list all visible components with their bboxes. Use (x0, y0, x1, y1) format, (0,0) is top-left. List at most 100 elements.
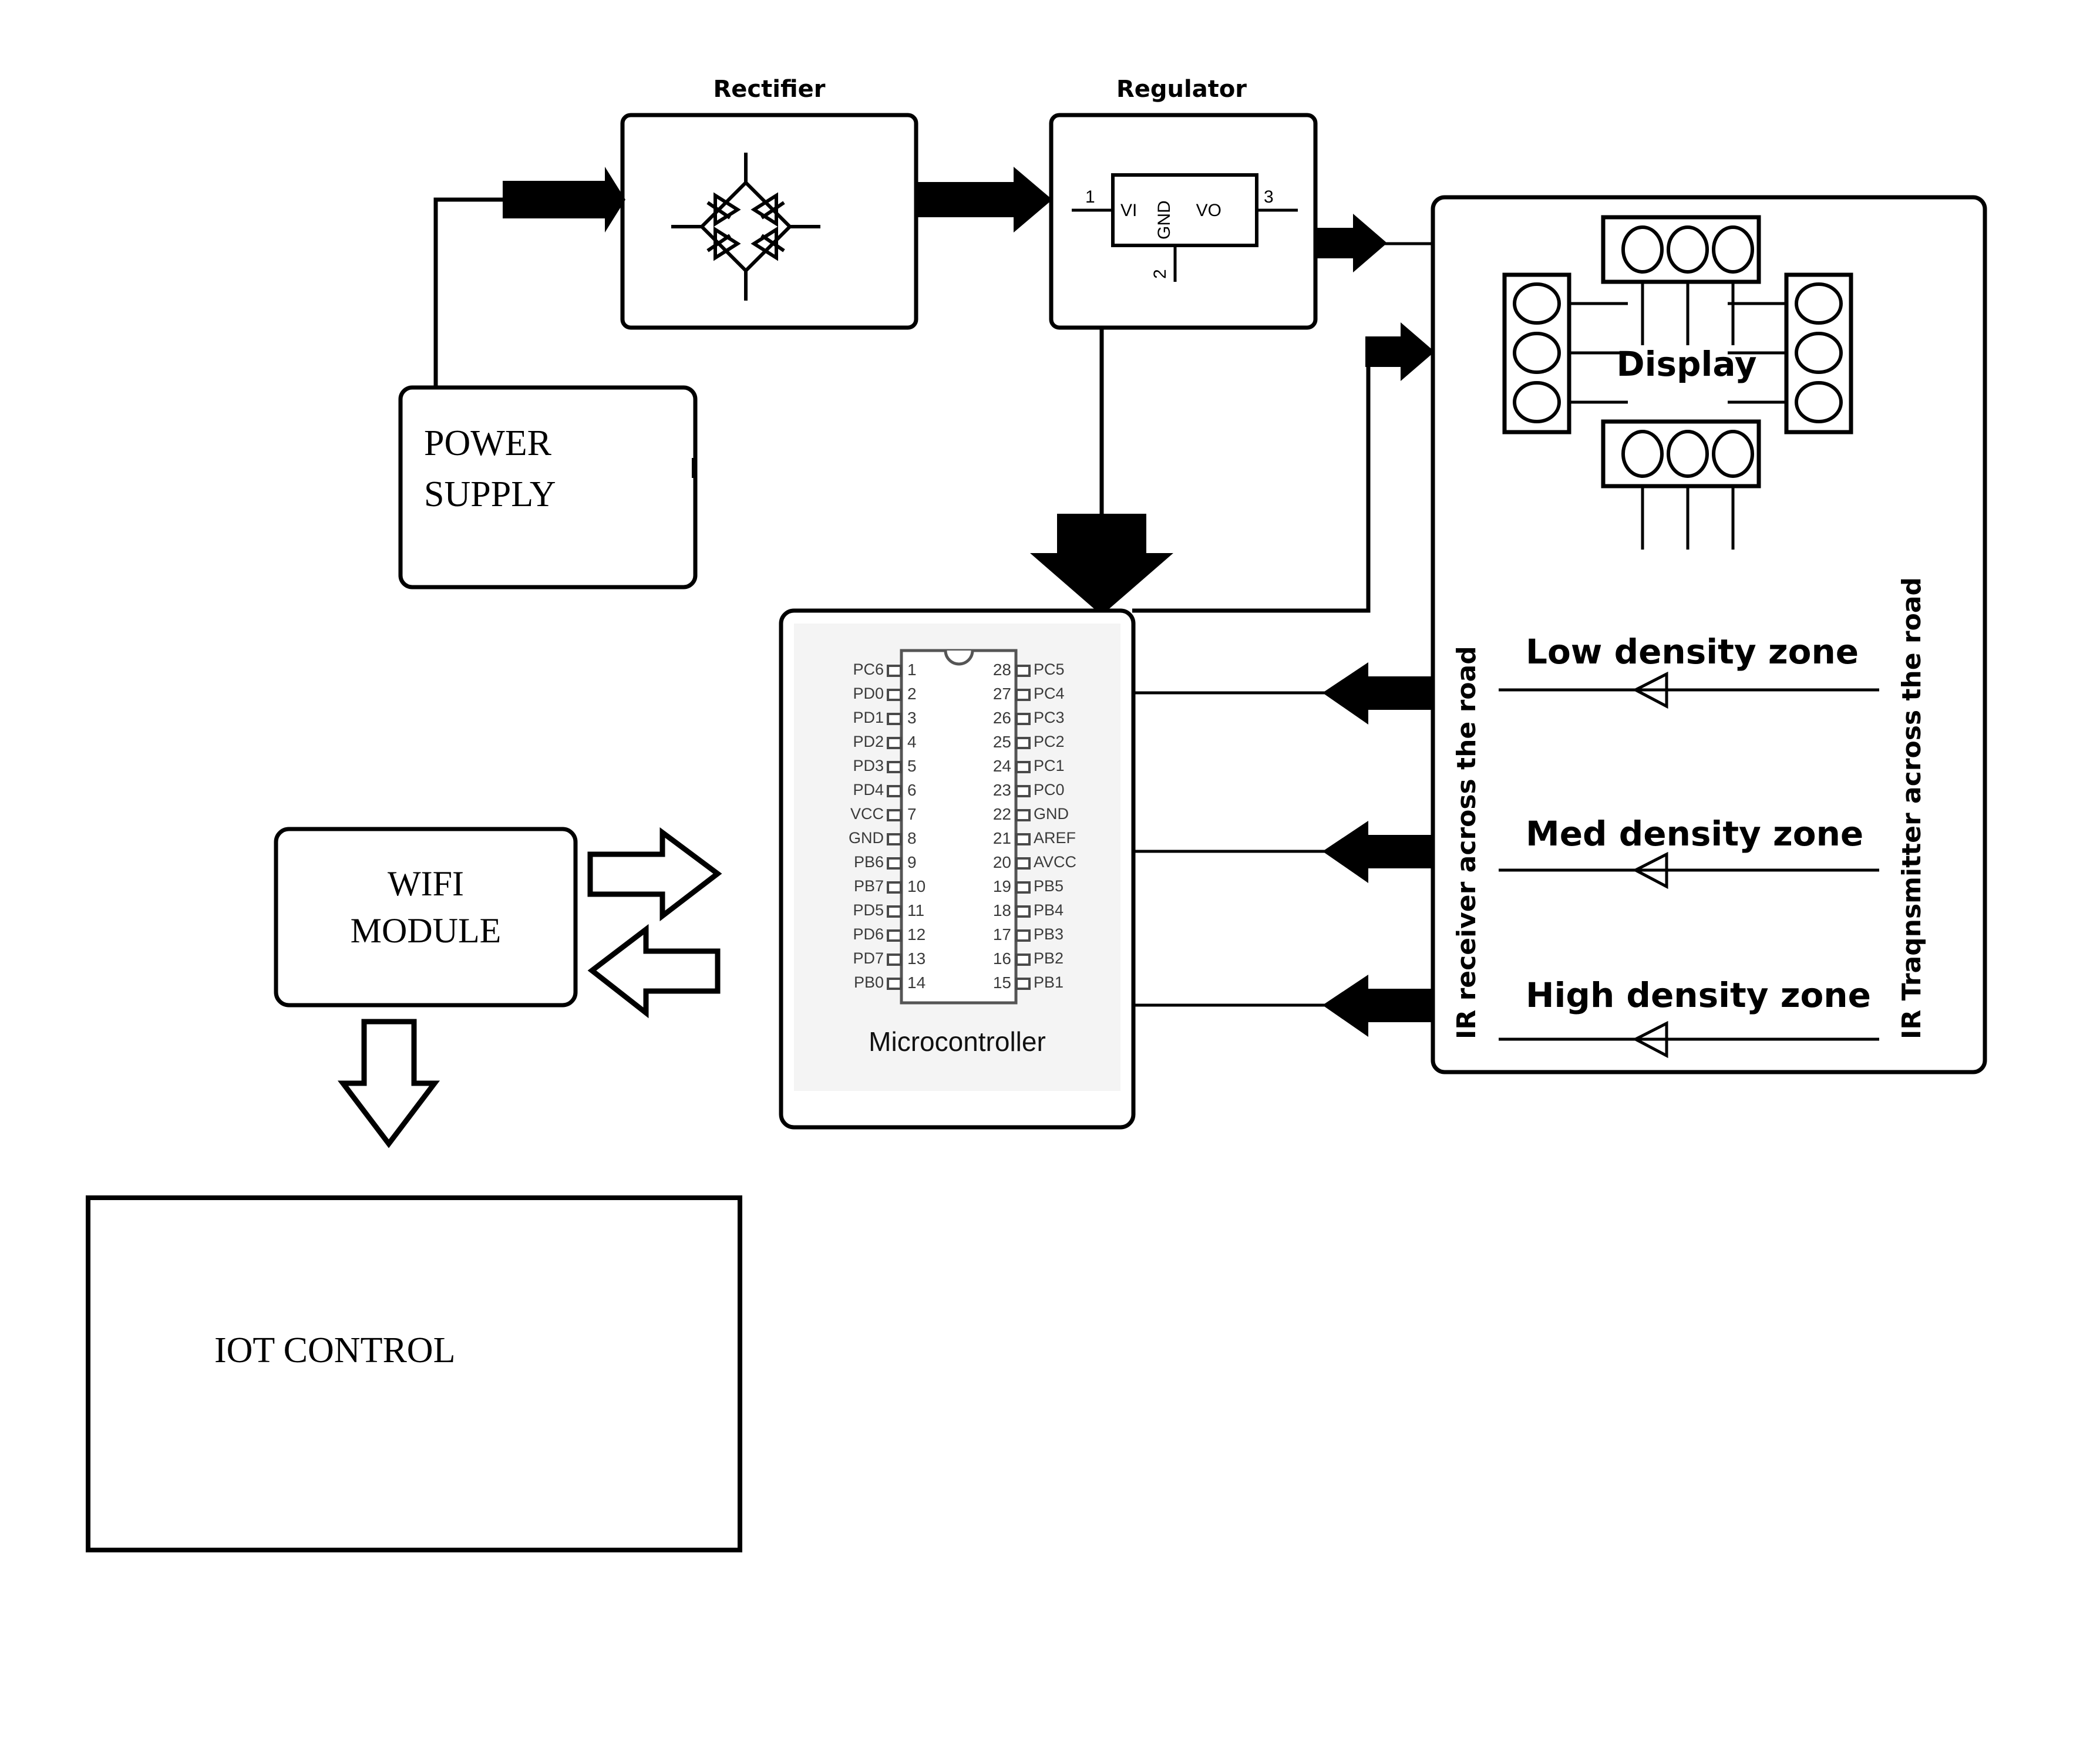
wire-power-to-rectifier (433, 197, 622, 388)
traffic-light-left[interactable] (1502, 272, 1628, 434)
traffic-system-panel[interactable]: Display IR receiver across the road IR T… (1431, 195, 1987, 1074)
svg-text:PD7: PD7 (853, 949, 884, 967)
zone-low-density[interactable]: Low density zone (1499, 632, 1879, 709)
mcu-notch-icon (944, 650, 974, 666)
traffic-light-right[interactable] (1728, 272, 1853, 434)
arrow-wifi-in (587, 924, 721, 1019)
traffic-light-top[interactable] (1601, 215, 1761, 345)
svg-text:PC0: PC0 (1034, 781, 1065, 798)
zone-beam-arrowhead-icon (1632, 851, 1668, 890)
power-supply-terminal (692, 458, 697, 478)
arrow-wifi-out (587, 827, 722, 922)
iot-control-box[interactable] (86, 1195, 742, 1552)
microcontroller-label: Microcontroller (869, 1026, 1046, 1057)
svg-text:PB5: PB5 (1034, 877, 1064, 895)
svg-text:27: 27 (993, 685, 1011, 703)
sensor-signal-lines (1133, 662, 1433, 1037)
regulator-pin3-number: 3 (1264, 187, 1274, 207)
svg-text:GND: GND (849, 829, 884, 847)
rectifier-block[interactable]: Rectifier (620, 76, 918, 330)
svg-text:AREF: AREF (1034, 829, 1076, 847)
arrow-zone-med-to-mcu (1322, 821, 1433, 883)
svg-text:PB4: PB4 (1034, 901, 1064, 919)
wifi-module-block[interactable]: WIFI MODULE (274, 827, 722, 1148)
svg-text:10: 10 (907, 877, 926, 895)
svg-text:17: 17 (993, 925, 1011, 944)
svg-text:5: 5 (907, 757, 917, 775)
svg-text:6: 6 (907, 781, 917, 799)
regulator-block[interactable]: VI VO GND 1 3 2 Regulator (1049, 76, 1318, 330)
svg-text:1: 1 (907, 661, 917, 679)
svg-text:PD6: PD6 (853, 925, 884, 943)
power-supply-block[interactable]: POWER SUPPLY (398, 385, 698, 589)
wifi-module-box[interactable] (274, 827, 578, 1008)
mcu-dip-body (900, 649, 1018, 1005)
svg-text:18: 18 (993, 901, 1011, 919)
traffic-lamp (1621, 430, 1664, 478)
svg-text:PB7: PB7 (854, 877, 884, 895)
svg-text:PD0: PD0 (853, 685, 884, 702)
zone-beam-arrowhead-icon (1632, 671, 1668, 709)
svg-text:PC2: PC2 (1034, 733, 1065, 750)
traffic-lamp (1712, 430, 1754, 478)
arrow-wifi-to-iot (337, 1019, 440, 1148)
svg-text:26: 26 (993, 709, 1011, 727)
svg-text:PC5: PC5 (1034, 661, 1065, 678)
mcu-pin-row: PB4 18 (993, 901, 1064, 919)
traffic-light-bottom[interactable] (1601, 419, 1761, 550)
ir-transmitter-label: IR Traqnsmitter across the road (1897, 577, 1927, 1039)
rectifier-box[interactable] (620, 113, 918, 330)
traffic-lamp (1667, 225, 1709, 274)
mcu-pin-row: PD3 5 (853, 757, 916, 775)
arrow-zone-low-to-mcu (1322, 662, 1433, 725)
svg-text:PC6: PC6 (853, 661, 884, 678)
svg-text:12: 12 (907, 925, 926, 944)
svg-text:25: 25 (993, 733, 1011, 751)
ir-receiver-label: IR receiver across the road (1452, 646, 1482, 1039)
traffic-lamp (1795, 332, 1843, 374)
traffic-lamp (1513, 381, 1561, 423)
zone-med-density[interactable]: Med density zone (1499, 814, 1879, 890)
iot-control-block[interactable]: IOT CONTROL (86, 1195, 742, 1552)
svg-text:23: 23 (993, 781, 1011, 799)
svg-text:PB6: PB6 (854, 853, 884, 871)
traffic-lamp (1667, 430, 1709, 478)
power-supply-box[interactable] (398, 385, 698, 589)
svg-text:PB3: PB3 (1034, 925, 1064, 943)
svg-text:22: 22 (993, 805, 1011, 823)
svg-text:14: 14 (907, 973, 926, 992)
svg-text:24: 24 (993, 757, 1011, 775)
arrow-rectifier-to-regulator (916, 167, 1052, 233)
svg-text:13: 13 (907, 949, 926, 968)
mcu-pin-row: PC2 25 (993, 733, 1065, 751)
svg-text:20: 20 (993, 853, 1011, 871)
wire-mcu-to-panel (1132, 350, 1433, 613)
svg-text:PD3: PD3 (853, 757, 884, 774)
svg-text:11: 11 (907, 901, 924, 919)
arrow-regulator-to-panel (1314, 214, 1387, 272)
svg-text:PD2: PD2 (853, 733, 884, 750)
zone-high-density[interactable]: High density zone (1499, 975, 1879, 1059)
svg-text:7: 7 (907, 805, 917, 823)
mcu-pin-row: PD7 13 (853, 949, 926, 968)
svg-text:16: 16 (993, 949, 1011, 968)
svg-text:PB1: PB1 (1034, 973, 1064, 991)
svg-text:PD1: PD1 (853, 709, 884, 726)
wifi-module-label-line1: WIFI (388, 864, 464, 903)
svg-text:4: 4 (907, 733, 917, 751)
